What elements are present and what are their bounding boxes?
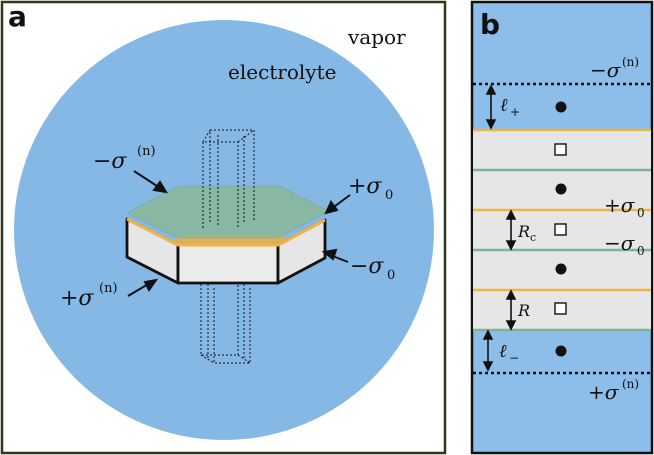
svg-text:−σ: −σ — [350, 254, 384, 279]
svg-text:−σ: −σ — [604, 231, 636, 255]
svg-text:(n): (n) — [622, 377, 639, 391]
slab-top-yellow-edge — [126, 217, 326, 247]
label-ell-minus: ℓ − — [499, 341, 519, 365]
svg-text:(n): (n) — [622, 55, 639, 69]
svg-text:0: 0 — [637, 206, 645, 220]
svg-text:0: 0 — [385, 188, 393, 203]
label-pos-sigma-n-a: +σ (n) — [60, 281, 118, 311]
svg-text:(n): (n) — [99, 281, 118, 296]
svg-text:+σ: +σ — [588, 380, 620, 404]
open-square-markers — [554, 143, 567, 315]
pore-upper-pillar — [202, 129, 255, 228]
svg-text:−σ: −σ — [93, 149, 127, 174]
svg-text:ℓ: ℓ — [499, 341, 507, 362]
label-neg-sigma-n-a: −σ (n) — [93, 144, 156, 174]
svg-text:0: 0 — [387, 268, 395, 283]
label-neg-sigma0-a: −σ 0 — [350, 254, 395, 283]
svg-text:−: − — [509, 351, 519, 365]
pore-lower-pillar — [200, 280, 251, 364]
label-pos-sigma0-b: +σ 0 — [604, 193, 645, 220]
svg-text:+σ: +σ — [604, 193, 636, 217]
label-pos-sigma-n-b: +σ (n) — [588, 377, 639, 404]
label-R: R — [517, 301, 530, 320]
panel-b-interfaces — [473, 128, 651, 332]
panel-b-label: b — [480, 8, 500, 41]
panel-b-dimension-arrows — [482, 84, 517, 372]
svg-text:ℓ: ℓ — [500, 95, 508, 116]
svg-text:+σ: +σ — [348, 174, 382, 199]
svg-text:+: + — [510, 105, 520, 119]
label-pos-sigma0-a: +σ 0 — [348, 174, 393, 203]
label-ell-plus: ℓ + — [500, 95, 520, 119]
filled-dot-markers — [555, 101, 567, 357]
svg-text:(n): (n) — [137, 144, 156, 159]
svg-text:R: R — [517, 222, 530, 241]
panel-a-arrows — [127, 170, 351, 297]
panel-a-label: a — [8, 0, 27, 33]
svg-text:+σ: +σ — [60, 286, 94, 311]
electrolyte-label: electrolyte — [228, 60, 336, 84]
svg-text:−σ: −σ — [590, 58, 622, 82]
label-neg-sigma-n-b: −σ (n) — [590, 55, 639, 82]
label-neg-sigma0-b: −σ 0 — [604, 231, 645, 258]
svg-text:0: 0 — [637, 244, 645, 258]
vapor-label: vapor — [347, 25, 406, 49]
svg-text:c: c — [530, 231, 536, 244]
label-Rc: R c — [517, 222, 536, 244]
